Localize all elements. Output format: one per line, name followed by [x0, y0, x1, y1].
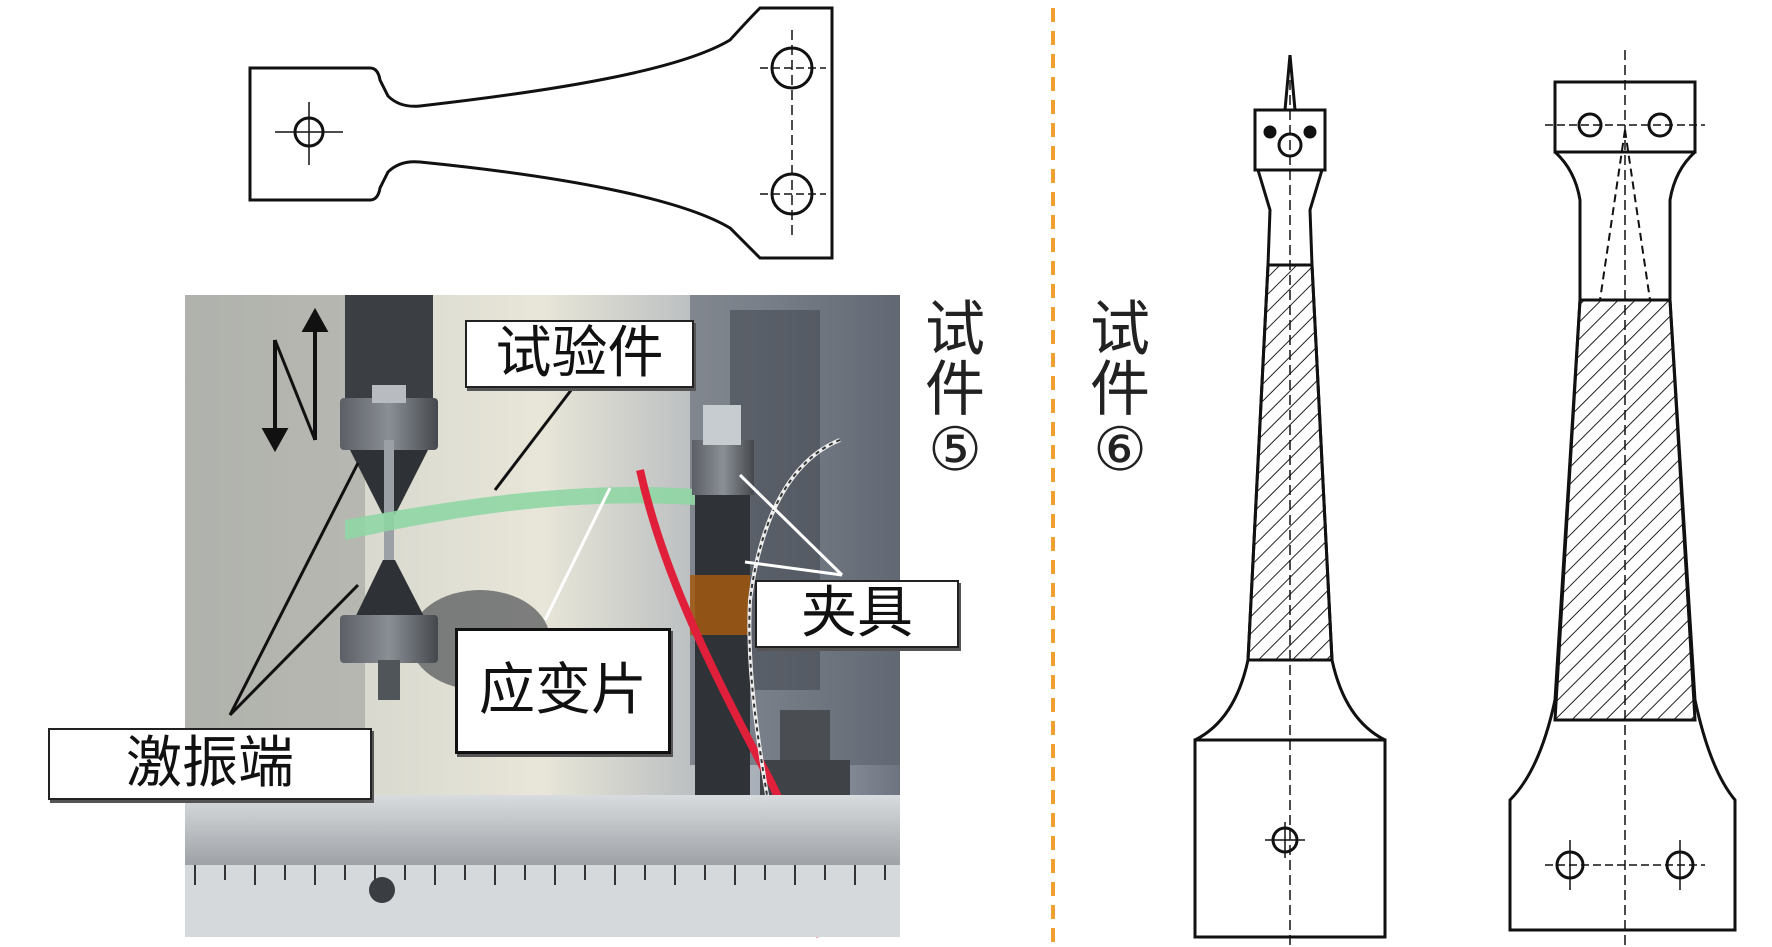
leader-lines: [228, 384, 844, 717]
vibration-direction-arrows: [261, 307, 329, 453]
specimen6-side-drawing: [1193, 54, 1387, 947]
ruler-ticks: [194, 865, 886, 885]
strain-gauge-callout: 应变片: [455, 628, 671, 754]
specimen6-plan-drawing: [1508, 50, 1737, 947]
specimen5-label-char-3: ⑤: [928, 415, 982, 485]
specimen-callout: 试验件: [465, 320, 694, 388]
specimen5-outline: [248, 6, 834, 260]
specimen6-label-char-1: 试: [1090, 295, 1150, 365]
green-specimen-strip: [345, 486, 730, 540]
specimen6-label-char-3: ⑥: [1093, 415, 1147, 485]
specimen5-drawing: [248, 6, 834, 260]
exciter-callout: 激振端: [48, 728, 372, 800]
specimen6-plan-outline: [1508, 150, 1737, 932]
fixture-callout: 夹具: [755, 580, 959, 648]
specimen5-label-char-2: 件: [925, 355, 985, 425]
specimen6-label-char-2: 件: [1090, 355, 1150, 425]
specimen5-label: 试 件 ⑤: [920, 300, 990, 480]
specimen5-label-char-1: 试: [925, 295, 985, 365]
specimen6-label: 试 件 ⑥: [1085, 300, 1155, 480]
